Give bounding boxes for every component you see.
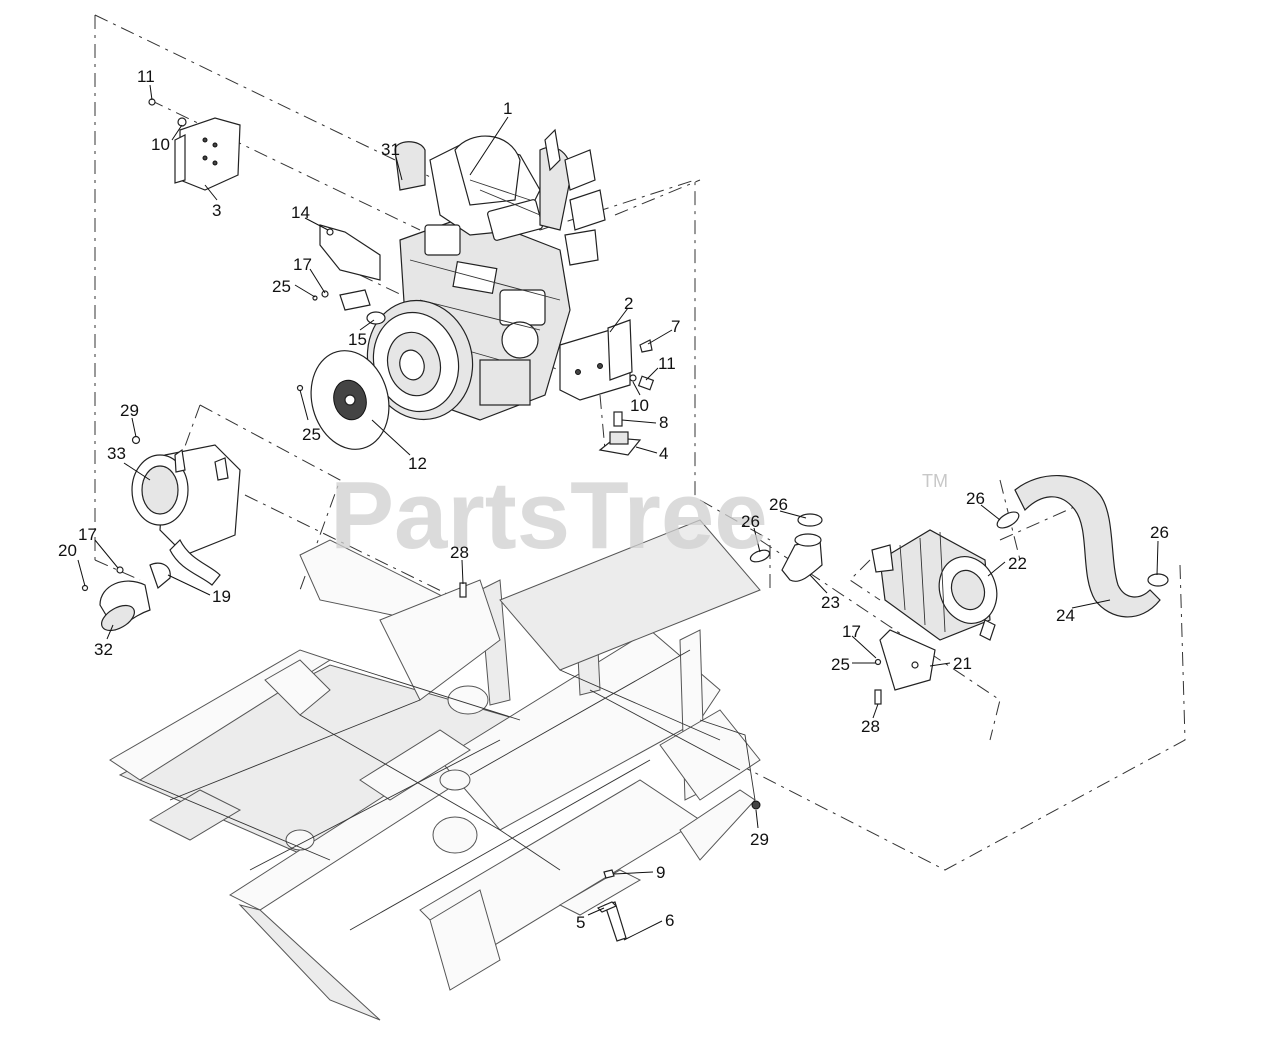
callout-26c: 26	[966, 489, 985, 508]
engine-assembly	[366, 128, 606, 421]
partstree-watermark: PartsTree TM	[330, 462, 948, 569]
bolt-28-frame	[459, 582, 467, 598]
callout-23: 23	[821, 593, 840, 612]
callout-11b: 11	[658, 354, 676, 373]
callout-33: 33	[107, 444, 126, 463]
callout-12: 12	[408, 454, 427, 473]
air-cleaner-bracket-21	[874, 629, 936, 705]
callout-24: 24	[1056, 606, 1075, 625]
isolator-mount-4	[598, 411, 642, 456]
callout-26d: 26	[1150, 523, 1169, 542]
callout-11a: 11	[137, 67, 155, 86]
callout-20: 20	[58, 541, 77, 560]
air-cleaner-22	[871, 529, 998, 641]
muffler-assembly	[81, 435, 241, 632]
callout-26b: 26	[769, 495, 788, 514]
callout-17c: 17	[842, 622, 861, 641]
svg-text:PartsTree: PartsTree	[330, 462, 768, 569]
callout-29b: 29	[750, 830, 769, 849]
callout-2: 2	[624, 294, 633, 313]
callout-labels: 1 2 3 4 5 6 7 8 9 10 10 11 11 12 14 15 1…	[58, 67, 1169, 932]
callout-25a: 25	[272, 277, 291, 296]
gasket-15	[366, 311, 386, 325]
callout-6: 6	[665, 911, 674, 930]
bolt-hardware-lower	[596, 869, 627, 942]
mount-bracket-left	[174, 117, 241, 191]
callout-28a: 28	[450, 543, 469, 562]
callout-17a: 17	[293, 255, 312, 274]
callout-25c: 25	[831, 655, 850, 674]
callout-8: 8	[659, 413, 668, 432]
callout-25b: 25	[302, 425, 321, 444]
callout-17b: 17	[78, 525, 97, 544]
callout-9: 9	[656, 863, 665, 882]
callout-leader-lines	[77, 84, 1159, 941]
callout-15: 15	[348, 330, 367, 349]
callout-5: 5	[576, 913, 585, 932]
coupling-plate-12	[296, 350, 390, 450]
callout-7: 7	[671, 317, 680, 336]
bolt-11-top	[148, 98, 187, 127]
chassis-frame	[109, 519, 761, 1021]
callout-21: 21	[953, 654, 972, 673]
svg-text:TM: TM	[922, 471, 948, 491]
callout-26a: 26	[741, 512, 760, 531]
mount-bracket-right	[559, 319, 655, 401]
callout-1: 1	[503, 99, 512, 118]
callout-29a: 29	[120, 401, 139, 420]
callout-10a: 10	[151, 135, 170, 154]
intake-elbow-23	[749, 513, 823, 582]
callout-22: 22	[1008, 554, 1027, 573]
callout-19: 19	[212, 587, 231, 606]
callout-4: 4	[659, 444, 668, 463]
callout-10b: 10	[630, 396, 649, 415]
callout-28b: 28	[861, 717, 880, 736]
callout-14: 14	[291, 203, 310, 222]
intake-hose-24	[996, 474, 1169, 618]
callout-32: 32	[94, 640, 113, 659]
mount-bracket-14	[312, 224, 381, 311]
nut-29-frame	[751, 800, 761, 810]
callout-3: 3	[212, 201, 221, 220]
callout-31: 31	[381, 140, 400, 159]
